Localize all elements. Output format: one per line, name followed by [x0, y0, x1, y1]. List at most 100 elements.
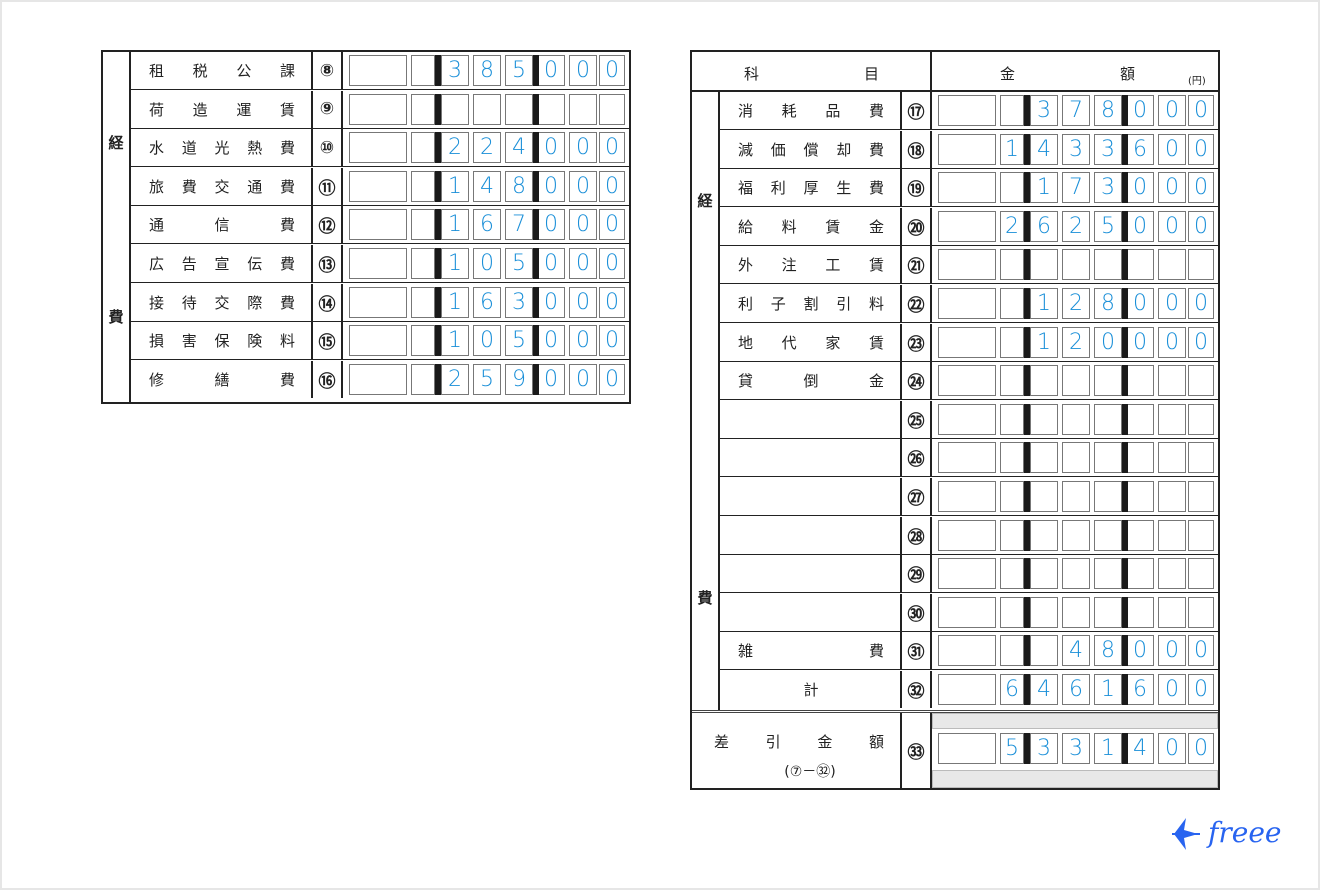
- digit-box[interactable]: [411, 248, 435, 279]
- digit-box[interactable]: [1000, 95, 1024, 126]
- digit-box[interactable]: 0: [473, 248, 501, 279]
- digit-box[interactable]: [599, 93, 625, 125]
- digit-box[interactable]: [938, 365, 996, 397]
- digit-box[interactable]: [349, 363, 407, 395]
- digit-box[interactable]: [1126, 442, 1154, 474]
- digit-box[interactable]: [1094, 481, 1122, 512]
- digit-box[interactable]: 4: [1062, 635, 1090, 667]
- digit-box[interactable]: 0: [599, 132, 625, 164]
- digit-box[interactable]: 0: [1126, 288, 1154, 319]
- digit-box[interactable]: 6: [473, 286, 501, 318]
- digit-box[interactable]: 6: [473, 209, 501, 241]
- digit-box[interactable]: 3: [1062, 733, 1090, 764]
- digit-box[interactable]: [1030, 442, 1058, 474]
- digit-box[interactable]: [1158, 249, 1186, 281]
- digit-box[interactable]: 0: [537, 248, 565, 279]
- digit-box[interactable]: 0: [569, 132, 597, 164]
- digit-box[interactable]: 1: [441, 209, 469, 241]
- digit-box[interactable]: [1030, 365, 1058, 397]
- digit-box[interactable]: [1000, 442, 1024, 474]
- digit-box[interactable]: [938, 403, 996, 435]
- digit-box[interactable]: 0: [1126, 326, 1154, 358]
- digit-box[interactable]: [569, 93, 597, 125]
- digit-box[interactable]: [938, 95, 996, 126]
- digit-box[interactable]: 0: [599, 170, 625, 202]
- digit-box[interactable]: [1062, 442, 1090, 474]
- digit-box[interactable]: [1000, 249, 1024, 281]
- digit-box[interactable]: [505, 93, 533, 125]
- digit-box[interactable]: [1094, 519, 1122, 551]
- digit-box[interactable]: [411, 55, 435, 86]
- digit-box[interactable]: [938, 172, 996, 204]
- digit-box[interactable]: [1158, 481, 1186, 512]
- digit-box[interactable]: 2: [441, 363, 469, 395]
- digit-box[interactable]: 3: [1030, 95, 1058, 126]
- digit-box[interactable]: [1126, 481, 1154, 512]
- digit-box[interactable]: [1062, 596, 1090, 628]
- digit-box[interactable]: [1030, 519, 1058, 551]
- digit-box[interactable]: [349, 248, 407, 279]
- digit-box[interactable]: 2: [1062, 288, 1090, 319]
- digit-box[interactable]: 4: [1030, 133, 1058, 165]
- digit-box[interactable]: 6: [1062, 674, 1090, 705]
- digit-box[interactable]: 1: [1094, 674, 1122, 705]
- digit-box[interactable]: 8: [1094, 95, 1122, 126]
- digit-box[interactable]: 2: [473, 132, 501, 164]
- digit-box[interactable]: 0: [1126, 95, 1154, 126]
- digit-box[interactable]: [411, 286, 435, 318]
- digit-box[interactable]: [1126, 249, 1154, 281]
- digit-box[interactable]: 8: [1094, 635, 1122, 667]
- digit-box[interactable]: [1062, 519, 1090, 551]
- digit-box[interactable]: 0: [1158, 326, 1186, 358]
- digit-box[interactable]: [473, 93, 501, 125]
- digit-box[interactable]: [938, 674, 996, 705]
- digit-box[interactable]: 3: [505, 286, 533, 318]
- digit-box[interactable]: [1126, 365, 1154, 397]
- digit-box[interactable]: [1030, 249, 1058, 281]
- digit-box[interactable]: 0: [569, 325, 597, 357]
- digit-box[interactable]: [537, 93, 565, 125]
- digit-box[interactable]: [938, 596, 996, 628]
- digit-box[interactable]: [938, 326, 996, 358]
- digit-box[interactable]: [938, 288, 996, 319]
- digit-box[interactable]: 0: [1126, 635, 1154, 667]
- digit-box[interactable]: 0: [1158, 288, 1186, 319]
- digit-box[interactable]: 7: [1062, 95, 1090, 126]
- digit-box[interactable]: 1: [1030, 288, 1058, 319]
- digit-box[interactable]: 5: [505, 325, 533, 357]
- digit-box[interactable]: [938, 481, 996, 512]
- digit-box[interactable]: [411, 170, 435, 202]
- digit-box[interactable]: 0: [1094, 326, 1122, 358]
- digit-box[interactable]: 0: [599, 209, 625, 241]
- digit-box[interactable]: [349, 55, 407, 86]
- digit-box[interactable]: 9: [505, 363, 533, 395]
- digit-box[interactable]: 5: [473, 363, 501, 395]
- digit-box[interactable]: 0: [1126, 172, 1154, 204]
- digit-box[interactable]: [1126, 403, 1154, 435]
- digit-box[interactable]: 2: [1000, 210, 1024, 242]
- digit-box[interactable]: 5: [505, 55, 533, 86]
- digit-box[interactable]: [1188, 442, 1214, 474]
- digit-box[interactable]: 0: [1158, 95, 1186, 126]
- digit-box[interactable]: 7: [505, 209, 533, 241]
- digit-box[interactable]: 3: [1062, 133, 1090, 165]
- digit-box[interactable]: 0: [569, 170, 597, 202]
- digit-box[interactable]: 1: [441, 170, 469, 202]
- digit-box[interactable]: [1000, 326, 1024, 358]
- digit-box[interactable]: [1030, 635, 1058, 667]
- digit-box[interactable]: 0: [537, 363, 565, 395]
- digit-box[interactable]: [1000, 635, 1024, 667]
- digit-box[interactable]: 0: [473, 325, 501, 357]
- digit-box[interactable]: 4: [1126, 733, 1154, 764]
- digit-box[interactable]: 4: [473, 170, 501, 202]
- digit-box[interactable]: 6: [1000, 674, 1024, 705]
- digit-box[interactable]: [1030, 596, 1058, 628]
- digit-box[interactable]: 0: [599, 55, 625, 86]
- digit-box[interactable]: 0: [599, 325, 625, 357]
- digit-box[interactable]: 1: [1030, 326, 1058, 358]
- digit-box[interactable]: 0: [537, 209, 565, 241]
- digit-box[interactable]: 5: [505, 248, 533, 279]
- digit-box[interactable]: 0: [1158, 674, 1186, 705]
- digit-box[interactable]: 1: [1030, 172, 1058, 204]
- digit-box[interactable]: 6: [1126, 133, 1154, 165]
